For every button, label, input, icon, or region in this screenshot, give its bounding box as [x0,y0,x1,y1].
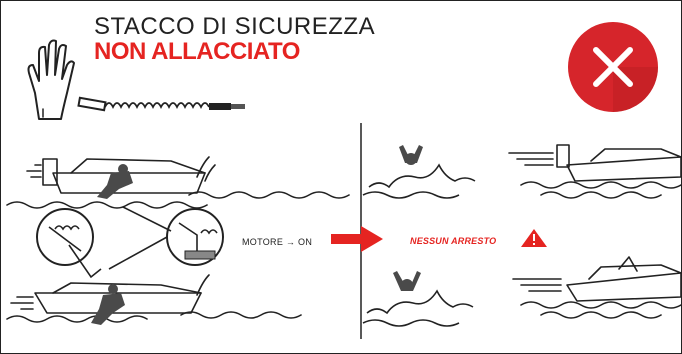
boat-with-rider-bottom [6,274,302,323]
zoom-detail-right [108,206,224,270]
person-in-water-top [362,145,476,199]
warning-triangle-icon [521,229,547,247]
title-line-2: NON ALLACCIATO [94,38,300,65]
boat-with-rider-top [6,156,350,209]
coiled-lanyard-icon [77,96,245,112]
close-icon [568,22,658,112]
person-in-water-bottom [362,271,474,327]
zoom-detail-left [36,208,102,279]
rider-figure-top [97,164,133,199]
empty-boat-bottom [512,256,681,319]
title-line-1: STACCO DI SICUREZZA [94,13,376,40]
empty-boat-top [508,144,681,199]
motor-state-label: MOTORE → ON [242,237,313,247]
right-arrow-icon [331,226,383,252]
raised-hand-icon [27,39,75,120]
rider-figure-bottom [91,284,125,325]
no-stop-label: NESSUN ARRESTO [410,236,497,246]
